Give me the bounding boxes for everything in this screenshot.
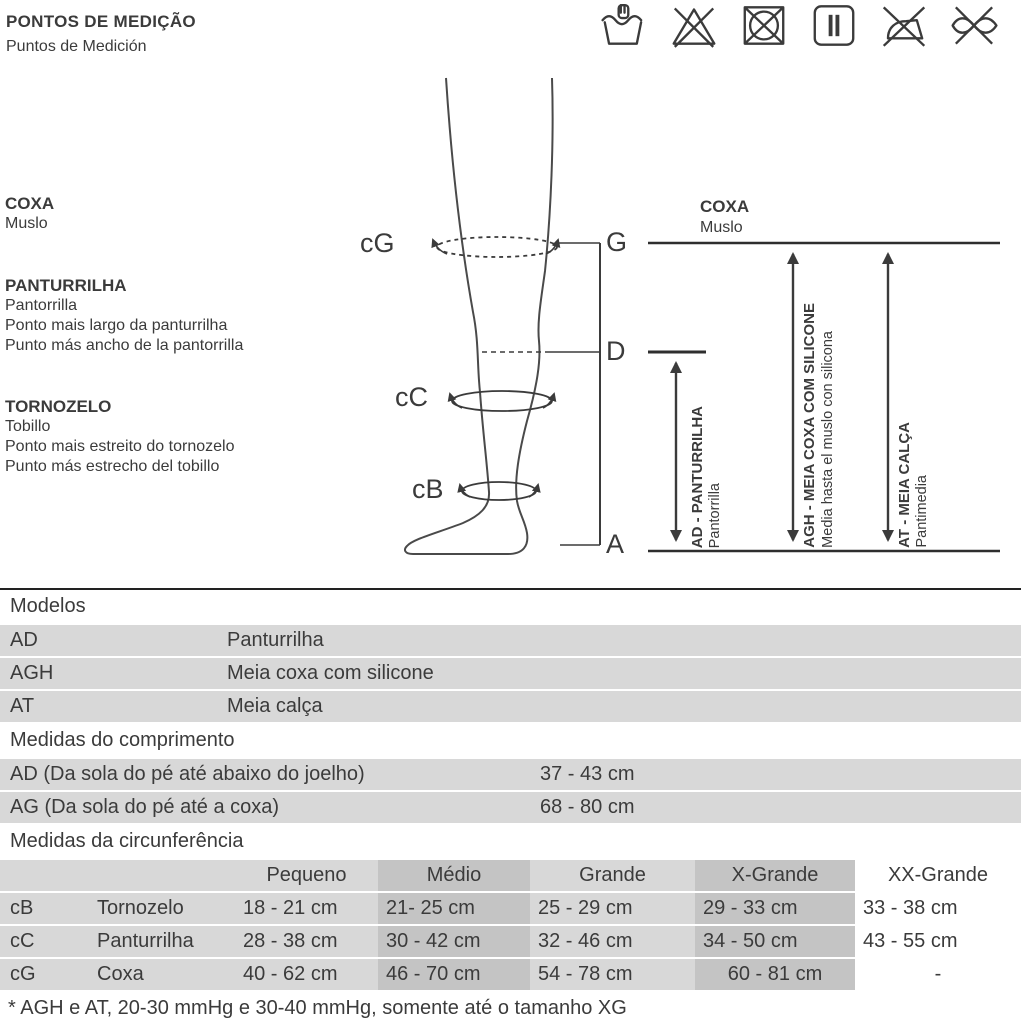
circumference-value: 33 - 38 cm	[855, 893, 1021, 924]
arrow-label-ad: AD - PANTURRILHA	[689, 405, 706, 548]
circumference-code: cB	[0, 893, 97, 924]
arrow-label-agh: AGH - MEIA COXA COM SILICONE	[801, 303, 818, 548]
circumference-value: 29 - 33 cm	[695, 893, 855, 924]
circumference-value: 54 - 78 cm	[530, 959, 695, 990]
do-not-tumble-dry-icon	[743, 6, 785, 45]
circumference-value: 32 - 46 cm	[530, 926, 695, 957]
hand-wash-icon	[601, 4, 643, 45]
circumference-value: 30 - 42 cm	[378, 926, 530, 957]
drip-dry-icon	[813, 5, 855, 46]
table-row: AG (Da sola do pé até a coxa) 68 - 80 cm	[0, 792, 1021, 823]
do-not-wring-icon	[951, 6, 998, 45]
model-name: Panturrilha	[227, 629, 324, 651]
tornozelo-subtitle: Tobillo	[5, 418, 51, 435]
table-row: AD Panturrilha	[0, 625, 1021, 656]
circumference-value: 40 - 62 cm	[235, 959, 378, 990]
size-column-header: Pequeno	[235, 860, 378, 891]
circumference-header: Medidas da circunferência	[0, 825, 1021, 858]
panturrilha-line2: Punto más ancho de la pantorrilla	[5, 337, 244, 354]
leg-outline	[404, 77, 554, 555]
diagram-area: PONTOS DE MEDIÇÃO Puntos de Medición	[5, 2, 1000, 559]
page-subtitle: Puntos de Medición	[6, 38, 147, 55]
circumference-value: 46 - 70 cm	[378, 959, 530, 990]
length-label: AG (Da sola do pé até a coxa)	[10, 796, 280, 818]
panturrilha-description: PANTURRILHA Pantorrilla Ponto mais largo…	[5, 276, 243, 356]
right-coxa-subtitle: Muslo	[700, 219, 743, 236]
models-header: Modelos	[0, 590, 1021, 623]
length-header: Medidas do comprimento	[0, 724, 1021, 757]
circumference-value: 60 - 81 cm	[695, 959, 855, 990]
section-divider	[0, 588, 1021, 590]
label-D: D	[606, 336, 626, 366]
circumference-name: Panturrilha	[97, 926, 235, 957]
tables-area: Modelos AD Panturrilha AGH Meia coxa com…	[0, 588, 1021, 1020]
size-column-header: XX-Grande	[855, 860, 1021, 891]
size-column-header: Grande	[530, 860, 695, 891]
footnote: * AGH e AT, 20-30 mmHg e 30-40 mmHg, som…	[8, 997, 627, 1019]
right-panel-title-block: COXA Muslo	[700, 196, 749, 238]
tornozelo-line1: Ponto mais estreito do tornozelo	[5, 438, 235, 455]
model-name: Meia calça	[227, 695, 323, 717]
page-title-block: PONTOS DE MEDIÇÃO Puntos de Medición	[6, 12, 196, 56]
tornozelo-title: TORNOZELO	[5, 397, 112, 416]
size-column-header: X-Grande	[695, 860, 855, 891]
table-row: AGH Meia coxa com silicone	[0, 658, 1021, 689]
page-title: PONTOS DE MEDIÇÃO	[6, 12, 196, 31]
do-not-bleach-icon	[672, 7, 716, 48]
arrow-sublabel-agh: Media hasta el muslo con silicona	[820, 331, 836, 548]
label-cB: cB	[412, 474, 444, 504]
arrow-sublabel-at: Pantimedia	[914, 475, 930, 548]
coxa-title: COXA	[5, 194, 55, 213]
tornozelo-line2: Punto más estrecho del tobillo	[5, 458, 220, 475]
size-column-header: Médio	[378, 860, 530, 891]
right-coxa-title: COXA	[700, 197, 750, 216]
circumference-name: Tornozelo	[97, 893, 235, 924]
model-name: Meia coxa com silicone	[227, 662, 434, 684]
model-code: AT	[10, 695, 35, 717]
panturrilha-line1: Ponto mais largo da panturrilha	[5, 317, 228, 334]
circumference-value: 28 - 38 cm	[235, 926, 378, 957]
coxa-subtitle: Muslo	[5, 215, 48, 232]
coxa-description: COXA Muslo	[5, 194, 54, 234]
circumference-value: 25 - 29 cm	[530, 893, 695, 924]
circumference-table: Pequeno Médio Grande X-Grande XX-Grande …	[0, 860, 1021, 990]
table-row: AD (Da sola do pé até abaixo do joelho) …	[0, 759, 1021, 790]
label-cC: cC	[395, 382, 428, 412]
circumference-value: 18 - 21 cm	[235, 893, 378, 924]
length-label: AD (Da sola do pé até abaixo do joelho)	[10, 763, 365, 785]
panturrilha-title: PANTURRILHA	[5, 276, 127, 295]
circumference-name: Coxa	[97, 959, 235, 990]
leg-diagram-graphics	[404, 77, 1000, 555]
empty-cell	[0, 860, 97, 891]
length-value: 37 - 43 cm	[540, 763, 635, 785]
circumference-value: -	[855, 959, 1021, 990]
empty-cell	[97, 860, 235, 891]
label-cG: cG	[360, 228, 395, 258]
model-code: AGH	[10, 662, 54, 684]
circumference-code: cC	[0, 926, 97, 957]
do-not-iron-icon	[882, 6, 926, 47]
label-G: G	[606, 227, 628, 257]
label-A: A	[606, 529, 625, 559]
circumference-value: 43 - 55 cm	[855, 926, 1021, 957]
arrow-label-at: AT - MEIA CALÇA	[896, 422, 913, 548]
circumference-value: 21- 25 cm	[378, 893, 530, 924]
model-code: AD	[10, 629, 38, 651]
tornozelo-description: TORNOZELO Tobillo Ponto mais estreito do…	[5, 397, 234, 477]
length-value: 68 - 80 cm	[540, 796, 635, 818]
circumference-value: 34 - 50 cm	[695, 926, 855, 957]
arrow-sublabel-ad: Pantorrilla	[707, 482, 723, 548]
table-row: AT Meia calça	[0, 691, 1021, 722]
panturrilha-subtitle: Pantorrilla	[5, 297, 78, 314]
care-symbols-row	[598, 2, 1000, 49]
circumference-code: cG	[0, 959, 97, 990]
